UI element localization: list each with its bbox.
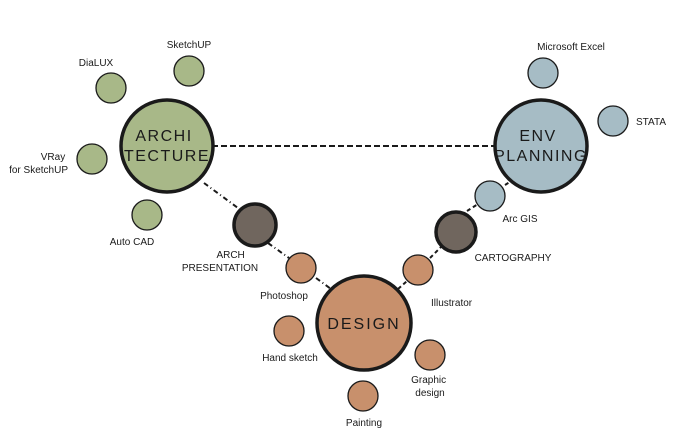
svg-text:Graphic design: Graphic design	[411, 375, 449, 399]
stata-label: STATA	[636, 117, 666, 128]
photoshop-label: Photoshop	[260, 291, 308, 302]
skill-sketchup: SketchUP	[167, 40, 212, 87]
cartography-label: CARTOGRAPHY	[475, 253, 552, 264]
hub-design-label: DESIGN	[327, 316, 400, 333]
svg-text:VRay for SketchUP: VRay for SketchUP	[9, 152, 68, 176]
link-arch-presentation-photoshop	[267, 242, 290, 259]
link-architecture-arch-presentation	[203, 182, 243, 212]
svg-text:Auto CAD: Auto CAD	[110, 237, 154, 248]
vray-circle	[76, 143, 108, 175]
sketchup-circle	[173, 55, 205, 87]
skill-painting: Painting	[346, 380, 382, 429]
svg-text:CARTOGRAPHY: CARTOGRAPHY	[475, 253, 552, 264]
svg-text:Photoshop: Photoshop	[260, 291, 308, 302]
hub-design-circle	[315, 274, 413, 372]
autocad-circle	[131, 199, 163, 231]
painting-label: Painting	[346, 418, 382, 429]
arcgis-label: Arc GIS	[502, 214, 537, 225]
svg-text:Hand sketch: Hand sketch	[262, 353, 318, 364]
stata-circle	[597, 105, 629, 137]
svg-text:ARCHI TECTURE: ARCHI TECTURE	[124, 128, 210, 165]
skill-dialux: DiaLUX	[79, 58, 127, 104]
svg-text:DESIGN: DESIGN	[327, 316, 400, 333]
svg-text:ARCH PRESENTATION: ARCH PRESENTATION	[182, 250, 258, 274]
svg-text:Painting: Painting	[346, 418, 382, 429]
sketchup-label: SketchUP	[167, 40, 212, 51]
photoshop-circle	[285, 252, 317, 284]
hub-architecture-label-line1: ARCHI	[135, 128, 192, 145]
hub-planning-label-line2: PLANNING	[494, 148, 588, 165]
vray-label-line1: VRay	[41, 152, 65, 163]
hub-architecture: ARCHI TECTURE	[119, 98, 215, 194]
graphic-design-label-line1: Graphic	[411, 375, 446, 386]
illustrator-circle	[402, 254, 434, 286]
svg-text:ENV PLANNING: ENV PLANNING	[494, 128, 588, 165]
junction-arch-presentation: ARCH PRESENTATION	[182, 202, 278, 274]
skill-arcgis: Arc GIS	[474, 180, 538, 225]
skill-autocad: Auto CAD	[110, 199, 163, 248]
hub-planning-label-line1: ENV	[519, 128, 556, 145]
arch-presentation-label-line1: ARCH	[216, 250, 244, 261]
excel-circle	[527, 57, 559, 89]
hand-sketch-circle	[273, 315, 305, 347]
hub-planning: ENV PLANNING	[493, 98, 589, 194]
skill-graphic-design: Graphic design	[411, 339, 449, 399]
junction-cartography: CARTOGRAPHY	[434, 210, 552, 264]
hub-architecture-label-line2: TECTURE	[124, 148, 210, 165]
skill-excel: Microsoft Excel	[527, 42, 605, 89]
svg-text:STATA: STATA	[636, 117, 666, 128]
svg-text:Microsoft Excel: Microsoft Excel	[537, 42, 605, 53]
svg-text:Illustrator: Illustrator	[431, 298, 473, 309]
skill-hand-sketch: Hand sketch	[262, 315, 318, 364]
skill-vray: VRay for SketchUP	[9, 143, 108, 176]
link-design-illustrator	[397, 280, 408, 290]
link-photoshop-design	[315, 277, 332, 290]
svg-text:DiaLUX: DiaLUX	[79, 58, 114, 69]
painting-circle	[347, 380, 379, 412]
skill-illustrator: Illustrator	[402, 254, 473, 309]
hub-design: DESIGN	[315, 274, 413, 372]
hub-planning-circle	[493, 98, 589, 194]
graphic-design-circle	[414, 339, 446, 371]
link-cartography-arcgis	[466, 203, 479, 212]
hub-architecture-circle	[119, 98, 215, 194]
skill-photoshop: Photoshop	[260, 252, 317, 302]
dialux-circle	[95, 72, 127, 104]
vray-label-line2: for SketchUP	[9, 165, 68, 176]
graphic-design-label-line2: design	[415, 388, 444, 399]
skill-stata: STATA	[597, 105, 666, 137]
autocad-label: Auto CAD	[110, 237, 154, 248]
illustrator-label: Illustrator	[431, 298, 473, 309]
arch-presentation-label-line2: PRESENTATION	[182, 263, 258, 274]
svg-text:SketchUP: SketchUP	[167, 40, 212, 51]
svg-text:Arc GIS: Arc GIS	[502, 214, 537, 225]
arch-presentation-circle	[232, 202, 278, 248]
dialux-label: DiaLUX	[79, 58, 114, 69]
arcgis-circle	[474, 180, 506, 212]
hand-sketch-label: Hand sketch	[262, 353, 318, 364]
excel-label: Microsoft Excel	[537, 42, 605, 53]
cartography-circle	[434, 210, 478, 254]
